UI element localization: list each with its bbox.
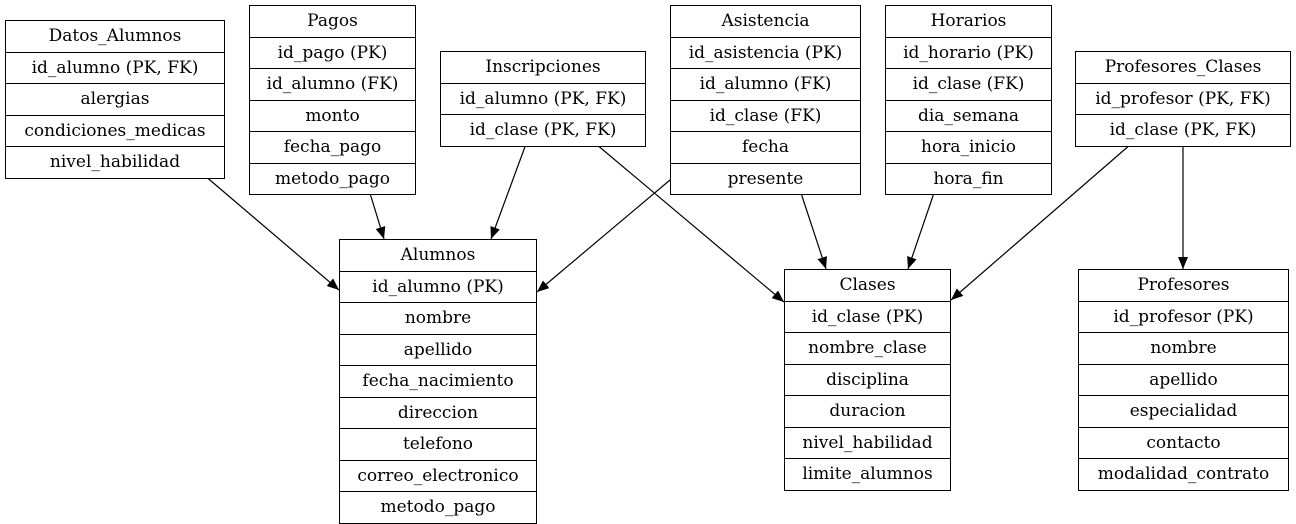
entity-title: Asistencia (671, 6, 860, 38)
entity-field: id_alumno (PK, FK) (441, 84, 645, 115)
entity-field: metodo_pago (380, 497, 496, 517)
entity-field: fecha (671, 132, 860, 164)
entity-datos-alumnos: Datos_Alumnos id_alumno (PK, FK) alergia… (5, 20, 225, 179)
entity-field: id_horario (PK) (886, 38, 1051, 69)
relationship-arrow-asistencia-to-alumnos (536, 179, 671, 293)
relationship-arrow-inscripciones-to-clases (595, 143, 785, 303)
entity-field: nivel_habilidad (49, 152, 181, 172)
relationship-arrow-profesores-clases-to-clases (950, 143, 1132, 301)
entity-field: id_profesor (PK, FK) (1076, 84, 1290, 115)
entity-field: modalidad_contrato (1097, 464, 1270, 484)
entity-title: Horarios (886, 6, 1051, 38)
relationship-arrow-datos-alumnos-to-alumnos (203, 174, 340, 291)
entity-title: Datos_Alumnos (6, 21, 224, 53)
entity-title: Inscripciones (441, 52, 645, 84)
entity-field: presente (727, 168, 804, 189)
entity-field: nombre (1079, 333, 1288, 365)
entity-alumnos: Alumnos id_alumno (PK) nombre apellido f… (339, 239, 537, 524)
entity-field: nivel_habilidad (785, 428, 950, 459)
entity-field: id_clase (PK) (785, 302, 950, 333)
entity-field: hora_fin (933, 168, 1004, 189)
entity-field: id_alumno (FK) (250, 69, 415, 101)
entity-field: apellido (1079, 365, 1288, 396)
entity-field: id_alumno (PK) (340, 272, 536, 303)
entity-field: dia_semana (886, 101, 1051, 132)
entity-title: Profesores (1079, 270, 1288, 302)
entity-title: Alumnos (340, 240, 536, 272)
entity-title: Pagos (250, 6, 415, 38)
entity-asistencia: Asistencia id_asistencia (PK) id_alumno … (670, 5, 861, 195)
entity-field: id_clase (PK, FK) (1109, 120, 1257, 140)
entity-field: nombre (340, 303, 536, 335)
entity-field: id_pago (PK) (250, 38, 415, 69)
entity-field: especialidad (1079, 396, 1288, 428)
entity-field: limite_alumnos (802, 464, 933, 484)
entity-inscripciones: Inscripciones id_alumno (PK, FK) id_clas… (440, 51, 646, 147)
entity-field: apellido (340, 335, 536, 366)
entity-field: metodo_pago (275, 168, 390, 189)
entity-field: contacto (1079, 428, 1288, 459)
entity-profesores-clases: Profesores_Clases id_profesor (PK, FK) i… (1075, 51, 1291, 147)
entity-clases: Clases id_clase (PK) nombre_clase discip… (784, 269, 951, 491)
entity-field: condiciones_medicas (6, 116, 224, 147)
entity-pagos: Pagos id_pago (PK) id_alumno (FK) monto … (249, 5, 416, 195)
entity-profesores: Profesores id_profesor (PK) nombre apell… (1078, 269, 1289, 491)
entity-field: monto (250, 101, 415, 132)
entity-field: id_asistencia (PK) (671, 38, 860, 69)
entity-field: disciplina (785, 365, 950, 396)
entity-field: duracion (785, 396, 950, 428)
relationship-arrow-pagos-to-alumnos (368, 189, 386, 240)
entity-field: direccion (340, 398, 536, 429)
entity-title: Profesores_Clases (1076, 52, 1290, 84)
entity-field: hora_inicio (886, 132, 1051, 164)
entity-field: id_profesor (PK) (1079, 302, 1288, 333)
entity-field: id_clase (FK) (671, 101, 860, 132)
entity-field: fecha_nacimiento (340, 366, 536, 398)
entity-field: telefono (340, 429, 536, 461)
entity-field: correo_electronico (340, 461, 536, 492)
relationship-arrow-horarios-to-clases (907, 189, 936, 270)
relationship-arrow-asistencia-to-clases (799, 189, 827, 270)
entity-field: id_clase (FK) (886, 69, 1051, 101)
entity-field: fecha_pago (250, 132, 415, 164)
entity-field: id_alumno (FK) (671, 69, 860, 101)
entity-field: id_alumno (PK, FK) (6, 53, 224, 84)
entity-field: nombre_clase (785, 333, 950, 365)
relationship-arrow-inscripciones-to-alumnos (490, 143, 527, 240)
entity-field: alergias (6, 84, 224, 116)
entity-title: Clases (785, 270, 950, 302)
entity-field: id_clase (PK, FK) (469, 120, 617, 140)
entity-horarios: Horarios id_horario (PK) id_clase (FK) d… (885, 5, 1052, 195)
